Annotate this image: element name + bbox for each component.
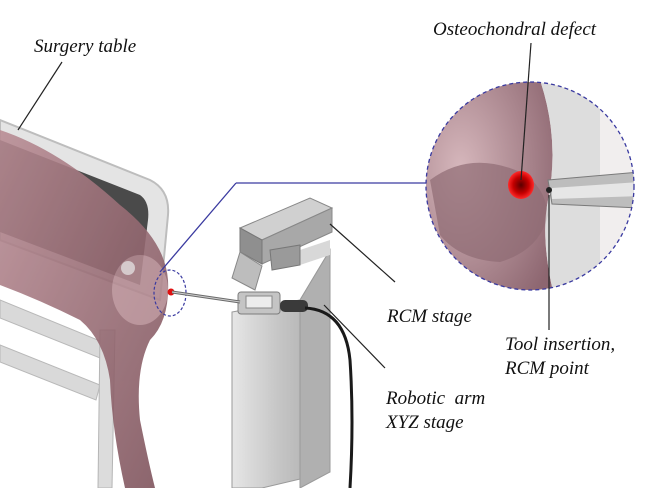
zoom-detail <box>420 80 640 300</box>
label-tool-insertion-line1: Tool insertion, <box>505 334 615 356</box>
label-robotic-arm-line1: Robotic arm <box>386 388 485 410</box>
label-robotic-arm-line2: XYZ stage <box>386 412 464 434</box>
label-rcm-stage: RCM stage <box>387 306 472 328</box>
label-surgery-table: Surgery table <box>34 36 136 58</box>
label-tool-insertion-line2: RCM point <box>505 358 589 380</box>
label-osteochondral-defect: Osteochondral defect <box>433 19 596 41</box>
